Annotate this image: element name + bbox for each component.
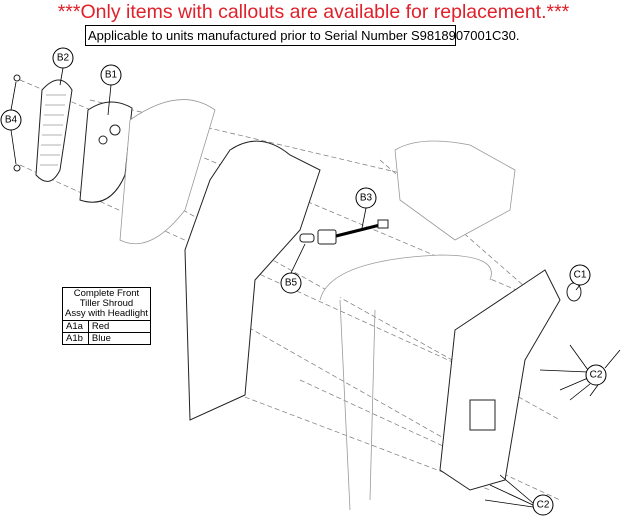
part-code: A1a xyxy=(62,320,89,333)
part-color: Red xyxy=(87,320,151,333)
legend-title-line: Tiller Shroud xyxy=(79,298,134,309)
tiller-frame-ghost xyxy=(319,254,492,511)
shroud-assembly-legend: Complete Front Tiller Shroud Assy with H… xyxy=(62,287,151,345)
headlight-bulb-and-harness xyxy=(299,219,389,245)
svg-text:C2: C2 xyxy=(590,370,603,381)
screw-parts xyxy=(13,74,21,172)
leader-lines xyxy=(10,67,621,508)
front-tiller-shroud xyxy=(184,140,321,421)
callout-b4[interactable]: B4 xyxy=(0,109,22,131)
svg-text:B1: B1 xyxy=(105,70,118,81)
callout-c2-lower[interactable]: C2 xyxy=(532,494,554,516)
headlight-lens-part xyxy=(35,79,73,182)
part-code: A1b xyxy=(62,332,89,345)
svg-text:C1: C1 xyxy=(574,270,587,281)
svg-text:C2: C2 xyxy=(537,500,550,511)
svg-text:B2: B2 xyxy=(57,53,70,64)
legend-title-line: Assy with Headlight xyxy=(65,308,148,319)
callout-b5[interactable]: B5 xyxy=(280,272,302,294)
console-ghost xyxy=(394,140,516,241)
svg-text:B3: B3 xyxy=(360,193,373,204)
callout-c1[interactable]: C1 xyxy=(569,264,591,286)
legend-title-line: Complete Front xyxy=(73,288,140,299)
legend-title: Complete Front Tiller Shroud Assy with H… xyxy=(62,287,151,321)
plug-cap-part xyxy=(566,282,582,302)
rear-tiller-shroud xyxy=(439,269,561,491)
callout-b2[interactable]: B2 xyxy=(52,47,74,69)
serial-applicability-note: Applicable to units manufactured prior t… xyxy=(85,25,519,46)
replacement-warning: ***Only items with callouts are availabl… xyxy=(57,1,570,23)
callout-b3[interactable]: B3 xyxy=(355,187,377,209)
svg-text:B4: B4 xyxy=(5,115,18,126)
callout-c2-upper[interactable]: C2 xyxy=(585,364,607,386)
rear-shroud-panel xyxy=(469,399,496,431)
svg-text:B5: B5 xyxy=(285,278,298,289)
part-color: Blue xyxy=(87,332,151,345)
front-cover-ghost xyxy=(119,99,216,244)
callout-b1[interactable]: B1 xyxy=(100,64,122,86)
